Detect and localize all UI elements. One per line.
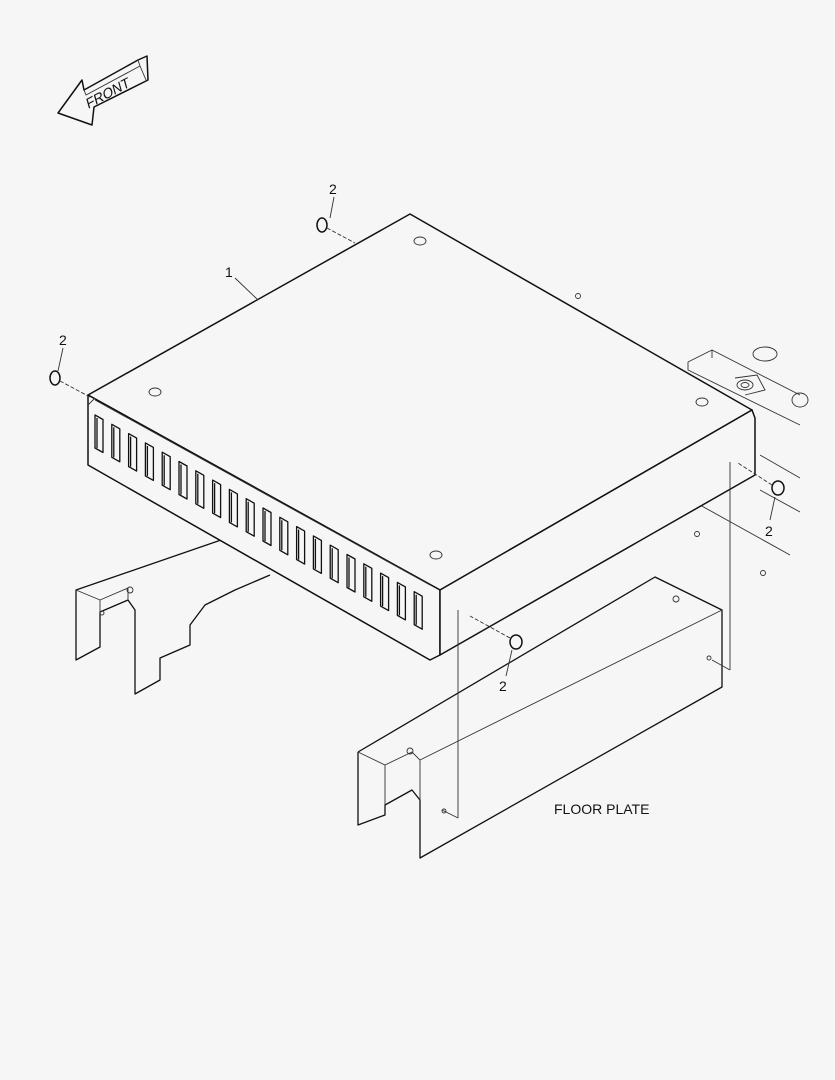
left-support-channel (75, 529, 271, 695)
callout-2: 2 (765, 523, 773, 539)
frame-structure (575, 293, 809, 576)
vent-slot (379, 572, 390, 612)
vent-slot (178, 460, 188, 500)
vent-slot (413, 591, 423, 630)
mounting-hole (413, 236, 427, 246)
callouts: 1 2 2 2 2 (59, 181, 773, 694)
mounting-hole (695, 397, 709, 407)
vent-slot (396, 581, 407, 621)
callout-2: 2 (59, 332, 67, 348)
screw-icon (49, 370, 91, 398)
vent-slot (144, 442, 155, 482)
vent-slot (228, 488, 239, 528)
vent-slot (94, 414, 104, 454)
vent-slot (295, 525, 306, 565)
vent-slot (127, 432, 138, 472)
vent-slot (312, 535, 323, 575)
mounting-hole (148, 387, 162, 397)
screws (49, 196, 785, 819)
vent-slot (211, 479, 222, 519)
screw-icon (316, 217, 356, 244)
vent-slot (245, 498, 255, 537)
mounting-hole (429, 550, 443, 560)
screw-icon (711, 462, 785, 671)
screw-icon (441, 610, 523, 819)
floor-plate-channel: FLOOR PLATE (357, 576, 723, 859)
callout-1: 1 (225, 264, 233, 280)
vent-slot (195, 470, 205, 509)
floor-plate-label: FLOOR PLATE (554, 801, 649, 817)
vent-slots (94, 414, 423, 630)
vent-slot (329, 544, 339, 584)
front-arrow-icon: FRONT (57, 55, 149, 126)
vent-slot (111, 423, 121, 463)
vent-slot (262, 507, 272, 547)
vent-slot (279, 516, 289, 556)
cover-part-1 (87, 213, 756, 661)
callout-2: 2 (329, 181, 337, 197)
vent-slot (161, 451, 171, 491)
vent-slot (346, 553, 356, 593)
callout-2: 2 (499, 678, 507, 694)
vent-slot (363, 563, 373, 602)
